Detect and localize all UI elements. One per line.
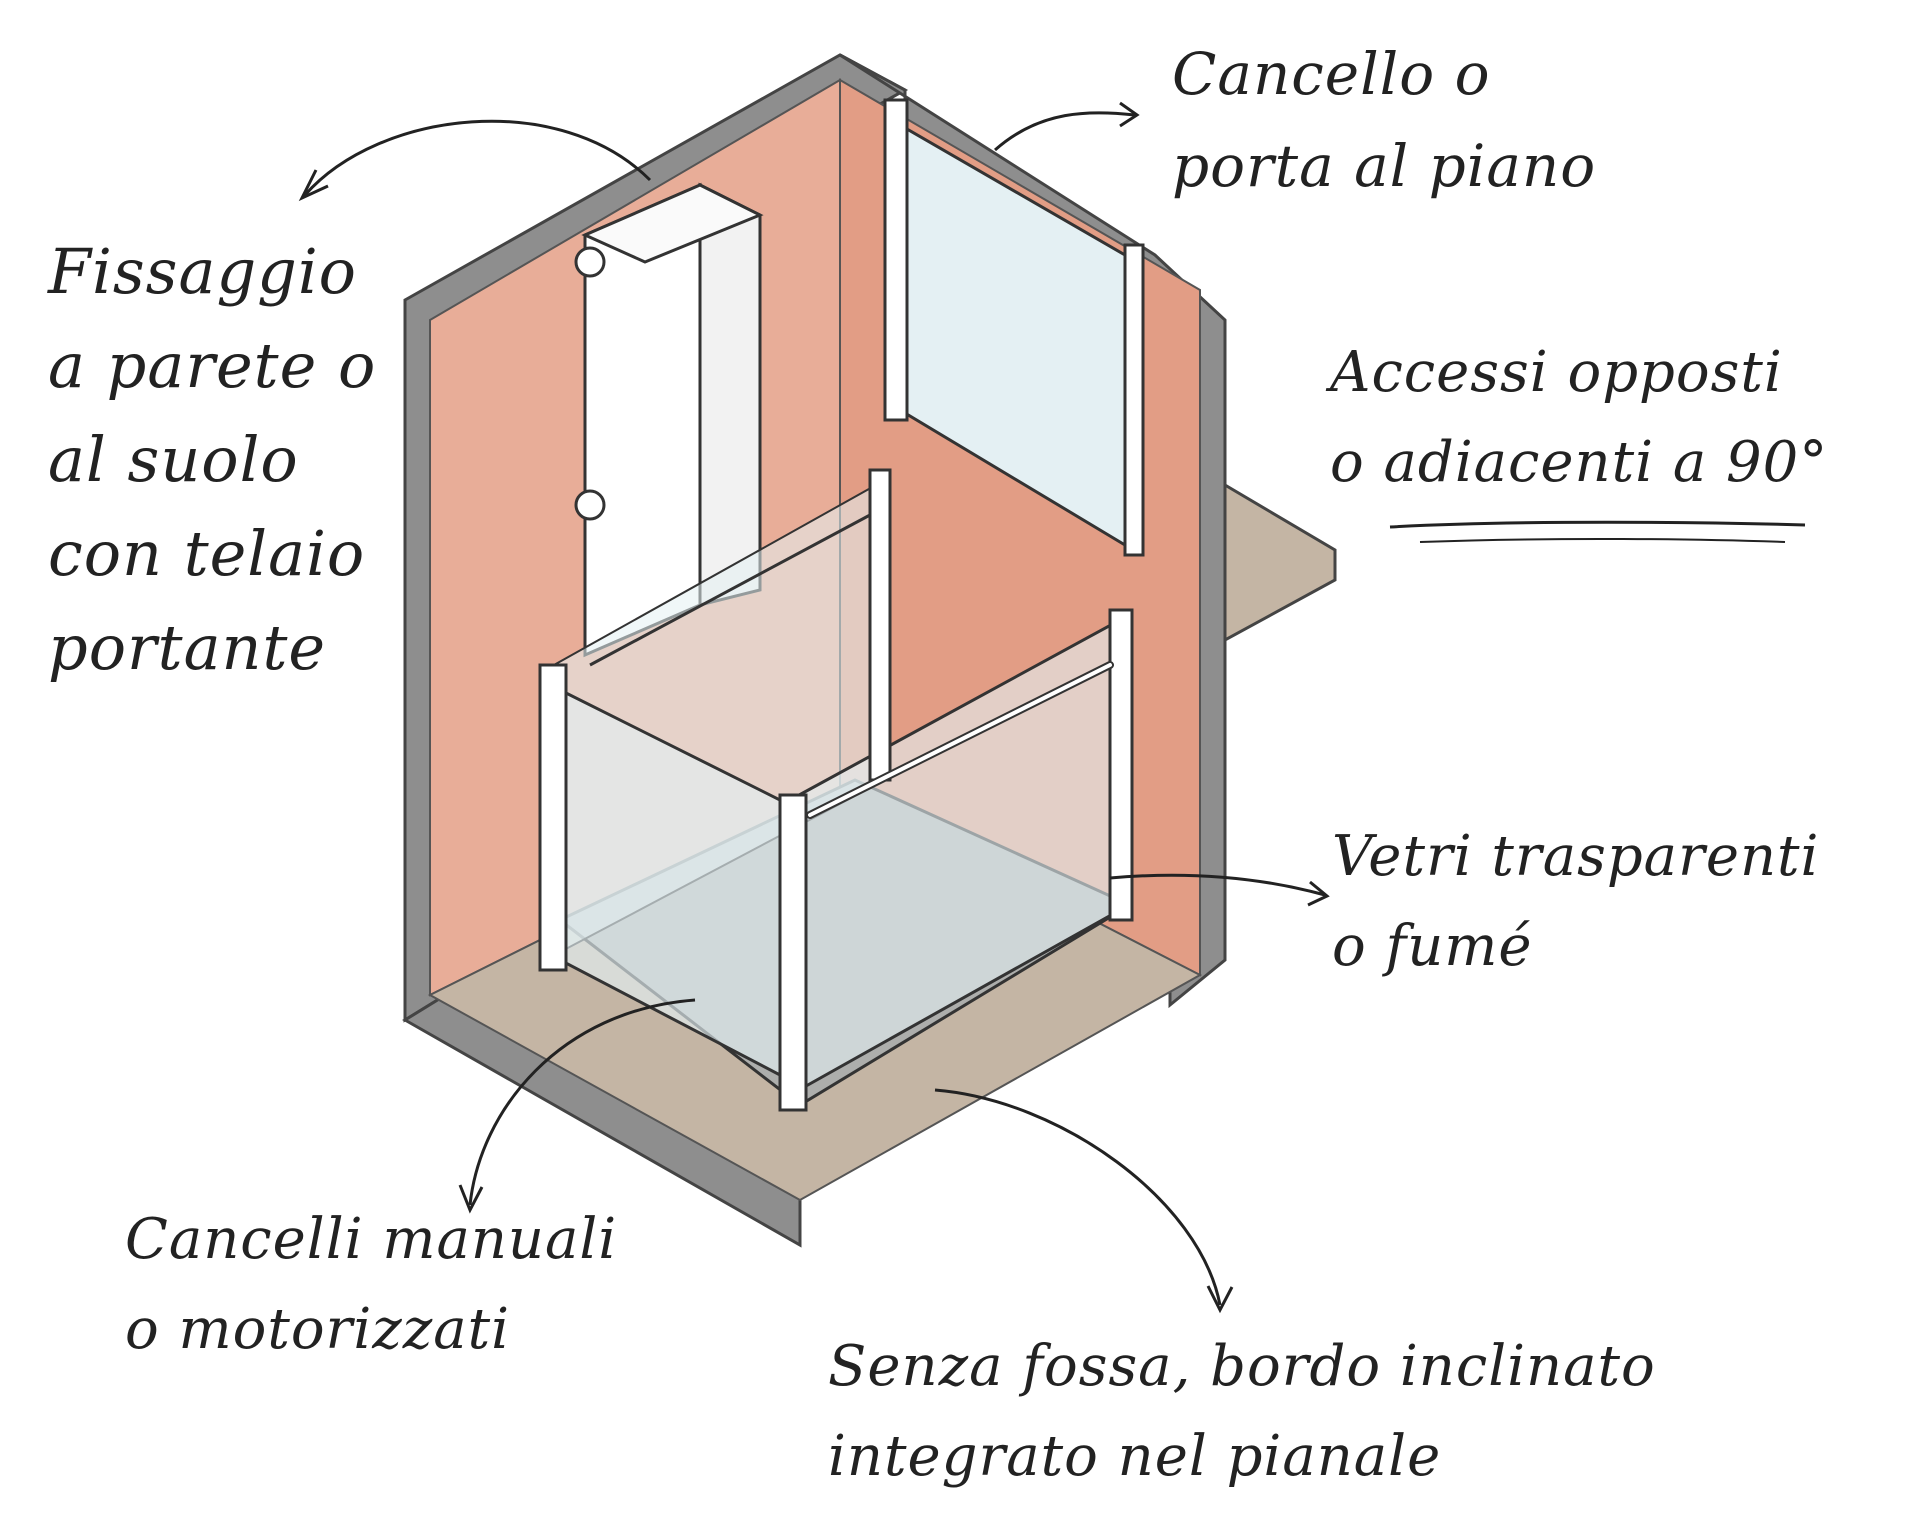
handrail-highlight — [808, 663, 1112, 817]
label-fixing-line-3: al suolo — [48, 423, 299, 496]
label-manual-gates-line-2: o motorizzati — [125, 1297, 511, 1362]
floor-ledge — [1223, 482, 1337, 643]
label-access: Accessi opposti o adiacenti a 90° — [1330, 328, 1828, 508]
arrow-glass-head — [1307, 880, 1330, 907]
arrow-glass — [1109, 873, 1326, 897]
column-bracket-top — [574, 246, 606, 278]
label-glass-line-2: o fumé — [1332, 914, 1533, 979]
label-fixing-line-1: Fissaggio — [48, 235, 357, 308]
column-side — [698, 182, 762, 607]
post-back-left — [868, 468, 892, 782]
arrow-gate — [994, 111, 1136, 152]
arrow-manual — [468, 998, 696, 1206]
column-bracket-bottom — [574, 489, 606, 521]
post-back-right — [1108, 608, 1134, 922]
label-access-line-2: o adiacenti a 90° — [1330, 430, 1829, 495]
label-gate-line-2: porta al piano — [1172, 132, 1597, 200]
arrow-pitless-head — [1206, 1285, 1234, 1314]
landing-gate-post-right — [1123, 243, 1145, 557]
label-manual-gates: Cancelli manuali o motorizzati — [125, 1195, 617, 1375]
label-glass: Vetri trasparenti o fumé — [1332, 812, 1819, 992]
label-pitless-line-2: integrato nel pianale — [828, 1424, 1442, 1489]
arrow-fixing-head — [298, 169, 329, 202]
label-fixing-line-5: portante — [48, 611, 327, 684]
access-underline — [1389, 520, 1806, 529]
label-fixing: Fissaggio a parete o al suolo con telaio… — [48, 225, 376, 695]
top-rail — [589, 513, 871, 667]
label-fixing-line-2: a parete o — [48, 329, 377, 402]
label-pitless-line-1: Senza fossa, bordo inclinato — [828, 1334, 1656, 1399]
label-fixing-line-4: con telaio — [48, 517, 366, 590]
post-front-left — [538, 663, 568, 972]
arrow-fixing — [303, 119, 652, 196]
label-access-line-1: Accessi opposti — [1330, 340, 1783, 405]
column-top — [581, 183, 764, 264]
label-pitless: Senza fossa, bordo inclinato integrato n… — [828, 1322, 1656, 1502]
label-gate-line-1: Cancello o — [1172, 40, 1491, 108]
landing-gate-post — [883, 98, 909, 422]
label-glass-line-1: Vetri trasparenti — [1332, 824, 1820, 889]
arrow-gate-head — [1119, 101, 1140, 128]
post-front-right — [778, 793, 808, 1112]
arrow-pitless — [934, 1088, 1222, 1306]
arrow-manual-head — [458, 1184, 484, 1214]
label-manual-gates-line-1: Cancelli manuali — [125, 1207, 618, 1272]
access-underline-2 — [1419, 537, 1786, 543]
label-gate: Cancello o porta al piano — [1172, 28, 1596, 212]
